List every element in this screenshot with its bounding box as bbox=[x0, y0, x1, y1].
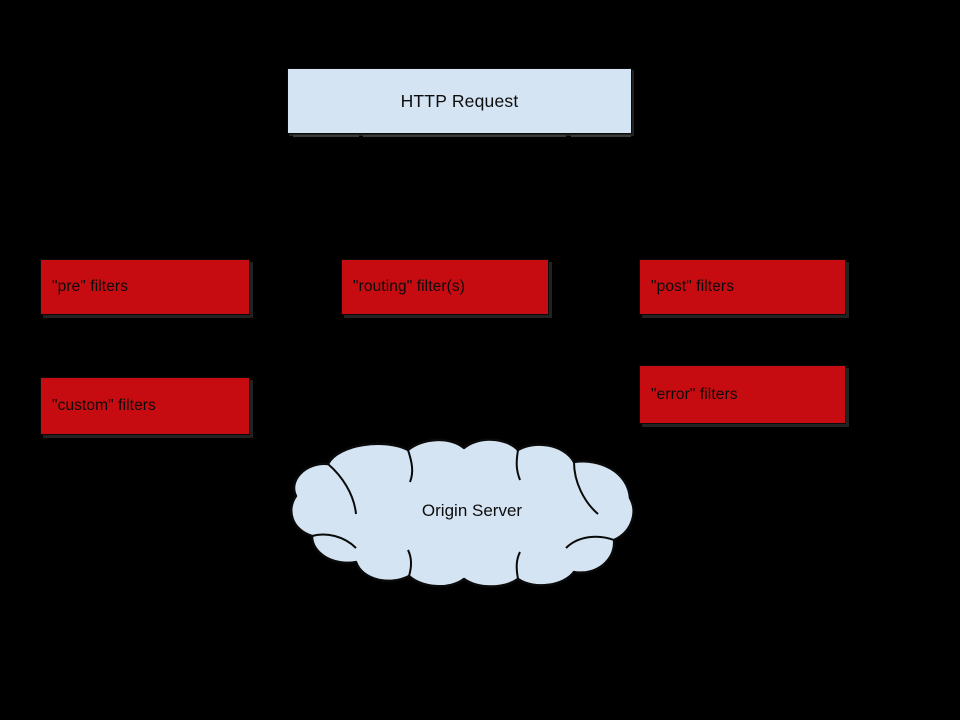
connector-tick-left bbox=[293, 135, 359, 137]
connector-tick-center bbox=[363, 135, 566, 137]
custom-filters-node[interactable]: "custom" filters bbox=[40, 377, 250, 435]
custom-filters-label: "custom" filters bbox=[52, 397, 156, 414]
error-filters-node[interactable]: "error" filters bbox=[639, 365, 846, 424]
routing-filters-label: "routing" filter(s) bbox=[353, 278, 465, 295]
error-filters-label: "error" filters bbox=[651, 385, 738, 403]
pre-filters-label: "pre" filters bbox=[52, 278, 129, 295]
post-filters-node[interactable]: "post" filters bbox=[639, 259, 846, 315]
connector-tick-right bbox=[571, 135, 631, 137]
routing-filters-node[interactable]: "routing" filter(s) bbox=[341, 259, 549, 315]
http-request-label: HTTP Request bbox=[400, 90, 519, 111]
pre-filters-node[interactable]: "pre" filters bbox=[40, 259, 250, 315]
http-request-node[interactable]: HTTP Request bbox=[287, 68, 632, 134]
post-filters-label: "post" filters bbox=[651, 278, 735, 295]
cloud-icon bbox=[290, 438, 635, 588]
origin-server-node[interactable]: Origin Server bbox=[282, 436, 638, 591]
